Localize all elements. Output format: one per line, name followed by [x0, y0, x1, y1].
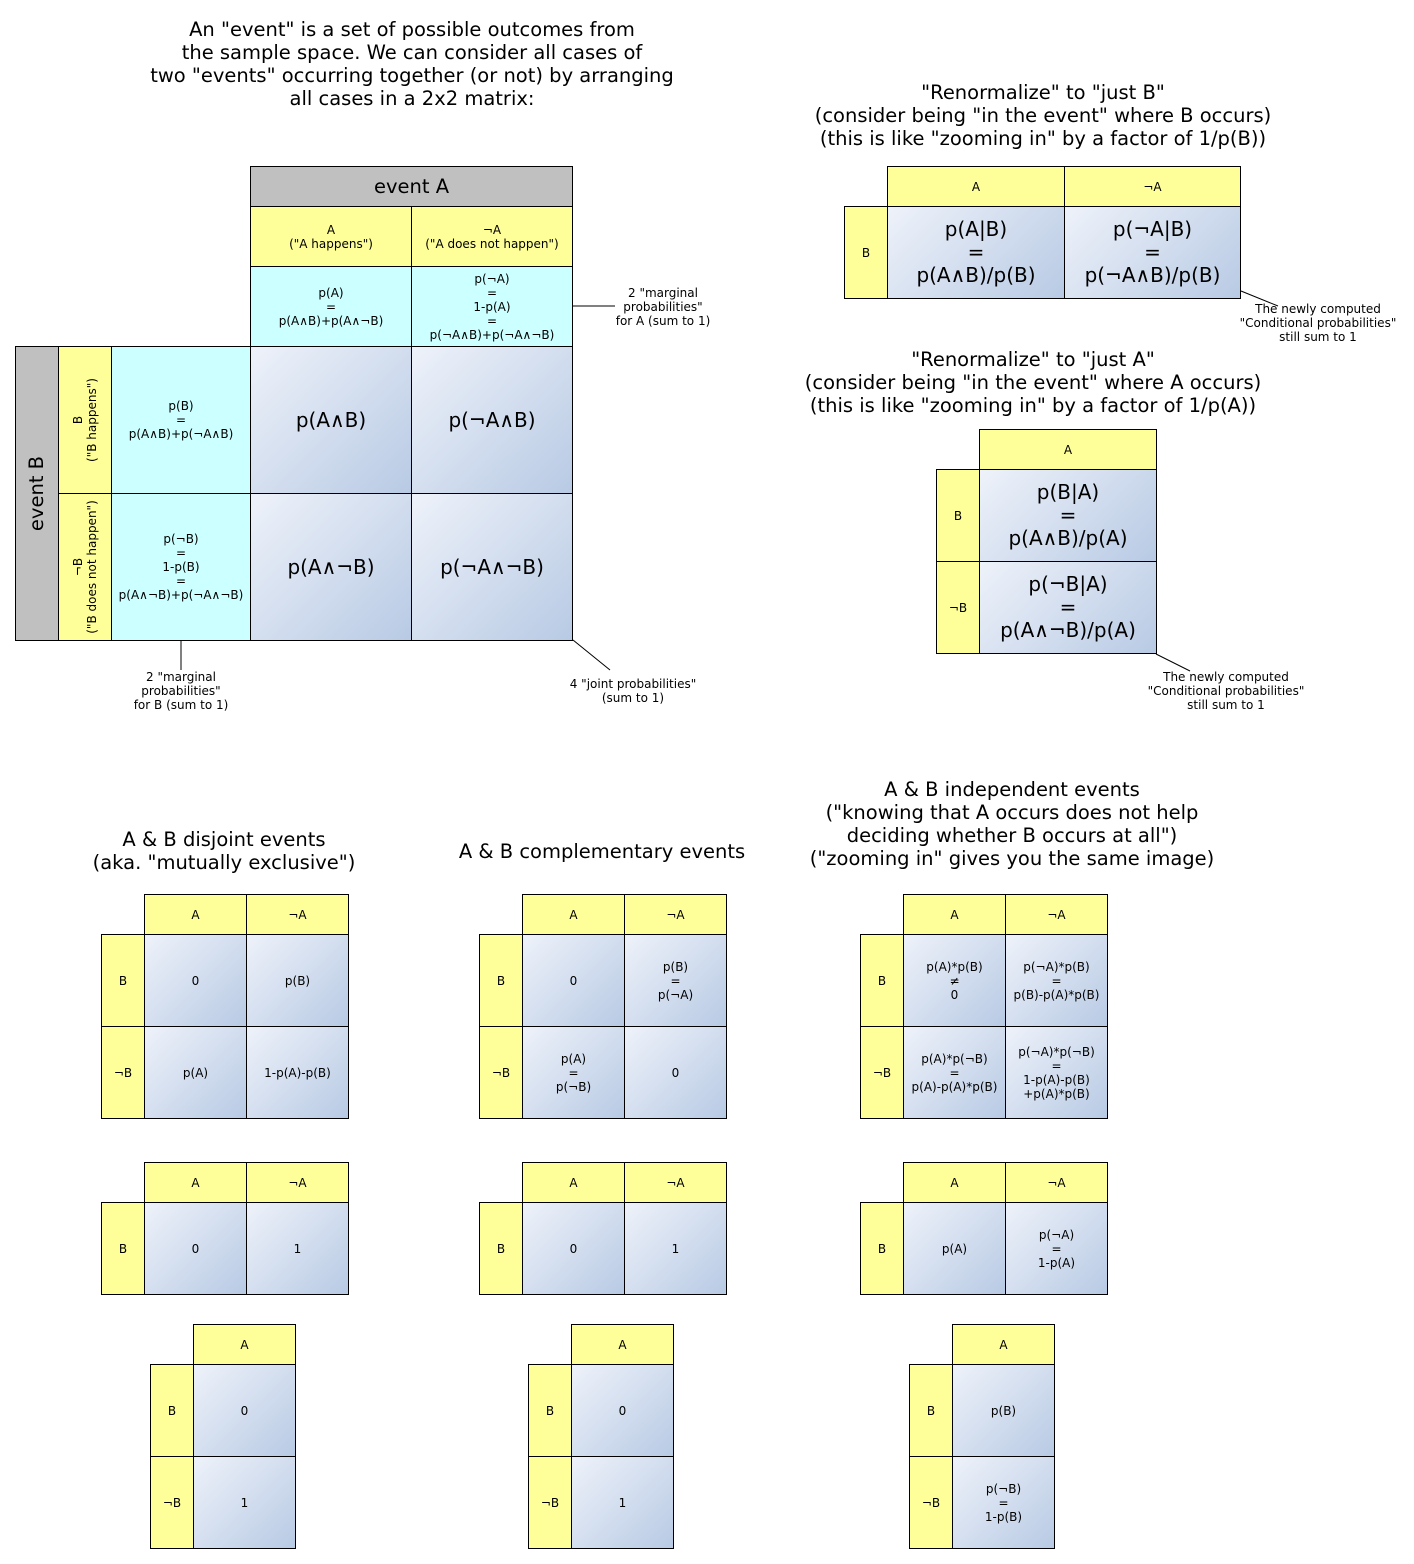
joint-cell-a-b: p(A∧B)	[250, 346, 412, 494]
row-header-not-b-label: ¬B ("B does not happen")	[71, 500, 100, 634]
complementary-b-cell-not-a: 1	[624, 1202, 727, 1295]
renorm-b-cell-not-a: p(¬A|B) = p(¬A∧B)/p(B)	[1064, 206, 1241, 299]
independent-a-row-not-b: ¬B	[909, 1456, 953, 1549]
renorm-a-note: The newly computed "Conditional probabil…	[1147, 670, 1305, 712]
col-header-not-a: ¬A ("A does not happen")	[411, 206, 573, 267]
disjoint-title: A & B disjoint events (aka. "mutually ex…	[92, 828, 356, 874]
disjoint-b-row-b: B	[101, 1202, 145, 1295]
marginal-a-cell: p(A) = p(A∧B)+p(A∧¬B)	[250, 266, 412, 347]
joint-cell-not-a-b: p(¬A∧B)	[411, 346, 573, 494]
renorm-b-row-b: B	[844, 206, 888, 299]
complementary-b-row-b: B	[479, 1202, 523, 1295]
note-marginal-b: 2 "marginal probabilities" for B (sum to…	[133, 670, 229, 712]
note-joint: 4 "joint probabilities" (sum to 1)	[569, 677, 697, 705]
joint-cell-not-a-not-b: p(¬A∧¬B)	[411, 493, 573, 641]
disjoint-row-b: B	[101, 934, 145, 1027]
disjoint-b-col-not-a: ¬A	[246, 1162, 349, 1203]
renorm-a-title: "Renormalize" to "just A" (consider bein…	[804, 348, 1262, 417]
independent-a-row-b: B	[909, 1364, 953, 1457]
disjoint-a-row-b: B	[150, 1364, 194, 1457]
disjoint-a-cell-b: 0	[193, 1364, 296, 1457]
independent-b-col-a: A	[903, 1162, 1006, 1203]
disjoint-col-not-a: ¬A	[246, 894, 349, 935]
complementary-a-col-a: A	[571, 1324, 674, 1365]
disjoint-cell-not-a-not-b: 1-p(A)-p(B)	[246, 1026, 349, 1119]
complementary-b-col-not-a: ¬A	[624, 1162, 727, 1203]
disjoint-b-cell-a: 0	[144, 1202, 247, 1295]
independent-col-not-a: ¬A	[1005, 894, 1108, 935]
independent-col-a: A	[903, 894, 1006, 935]
independent-b-cell-not-a: p(¬A) = 1-p(A)	[1005, 1202, 1108, 1295]
disjoint-row-not-b: ¬B	[101, 1026, 145, 1119]
disjoint-b-cell-not-a: 1	[246, 1202, 349, 1295]
event-b-label: event B	[25, 455, 49, 532]
complementary-b-col-a: A	[522, 1162, 625, 1203]
independent-a-cell-b: p(B)	[952, 1364, 1055, 1457]
complementary-cell-not-a-b: p(B) = p(¬A)	[624, 934, 727, 1027]
disjoint-cell-not-a-b: p(B)	[246, 934, 349, 1027]
independent-cell-a-not-b: p(A)*p(¬B) = p(A)-p(A)*p(B)	[903, 1026, 1006, 1119]
renorm-a-row-not-b: ¬B	[936, 561, 980, 654]
disjoint-cell-a-b: 0	[144, 934, 247, 1027]
renorm-a-col-a: A	[979, 429, 1157, 470]
joint-cell-a-not-b: p(A∧¬B)	[250, 493, 412, 641]
complementary-a-cell-b: 0	[571, 1364, 674, 1457]
intro-text: An "event" is a set of possible outcomes…	[150, 18, 674, 110]
independent-b-col-not-a: ¬A	[1005, 1162, 1108, 1203]
independent-a-cell-not-b: p(¬B) = 1-p(B)	[952, 1456, 1055, 1549]
row-header-not-b: ¬B ("B does not happen")	[58, 493, 112, 641]
independent-cell-not-a-not-b: p(¬A)*p(¬B) = 1-p(A)-p(B) +p(A)*p(B)	[1005, 1026, 1108, 1119]
complementary-a-row-b: B	[528, 1364, 572, 1457]
independent-row-not-b: ¬B	[860, 1026, 904, 1119]
renorm-b-cell-a: p(A|B) = p(A∧B)/p(B)	[887, 206, 1065, 299]
renorm-b-note: The newly computed "Conditional probabil…	[1239, 302, 1397, 344]
independent-row-b: B	[860, 934, 904, 1027]
complementary-cell-not-a-not-b: 0	[624, 1026, 727, 1119]
independent-title: A & B independent events ("knowing that …	[809, 778, 1215, 870]
renorm-b-title: "Renormalize" to "just B" (consider bein…	[814, 81, 1272, 150]
complementary-row-b: B	[479, 934, 523, 1027]
disjoint-a-row-not-b: ¬B	[150, 1456, 194, 1549]
independent-b-cell-a: p(A)	[903, 1202, 1006, 1295]
disjoint-a-cell-not-b: 1	[193, 1456, 296, 1549]
complementary-title: A & B complementary events	[458, 840, 746, 863]
complementary-cell-a-b: 0	[522, 934, 625, 1027]
row-header-b: B ("B happens")	[58, 346, 112, 494]
renorm-b-col-not-a: ¬A	[1064, 166, 1241, 207]
note-marginal-a: 2 "marginal probabilities" for A (sum to…	[615, 286, 711, 328]
event-a-header: event A	[250, 166, 573, 207]
renorm-a-cell-not-b: p(¬B|A) = p(A∧¬B)/p(A)	[979, 561, 1157, 654]
disjoint-col-a: A	[144, 894, 247, 935]
marginal-not-b-cell: p(¬B) = 1-p(B) = p(A∧¬B)+p(¬A∧¬B)	[111, 493, 251, 641]
complementary-row-not-b: ¬B	[479, 1026, 523, 1119]
renorm-a-row-b: B	[936, 469, 980, 562]
row-header-b-label: B ("B happens")	[71, 378, 100, 462]
complementary-a-row-not-b: ¬B	[528, 1456, 572, 1549]
col-header-a: A ("A happens")	[250, 206, 412, 267]
renorm-b-col-a: A	[887, 166, 1065, 207]
complementary-b-cell-a: 0	[522, 1202, 625, 1295]
complementary-cell-a-not-b: p(A) = p(¬B)	[522, 1026, 625, 1119]
disjoint-a-col-a: A	[193, 1324, 296, 1365]
independent-cell-a-b: p(A)*p(B) ≠ 0	[903, 934, 1006, 1027]
event-b-header: event B	[15, 346, 59, 641]
marginal-b-cell: p(B) = p(A∧B)+p(¬A∧B)	[111, 346, 251, 494]
complementary-a-cell-not-b: 1	[571, 1456, 674, 1549]
renorm-a-cell-b: p(B|A) = p(A∧B)/p(A)	[979, 469, 1157, 562]
independent-a-col-a: A	[952, 1324, 1055, 1365]
disjoint-b-col-a: A	[144, 1162, 247, 1203]
marginal-not-a-cell: p(¬A) = 1-p(A) = p(¬A∧B)+p(¬A∧¬B)	[411, 266, 573, 347]
complementary-col-a: A	[522, 894, 625, 935]
independent-cell-not-a-b: p(¬A)*p(B) = p(B)-p(A)*p(B)	[1005, 934, 1108, 1027]
complementary-col-not-a: ¬A	[624, 894, 727, 935]
independent-b-row-b: B	[860, 1202, 904, 1295]
disjoint-cell-a-not-b: p(A)	[144, 1026, 247, 1119]
